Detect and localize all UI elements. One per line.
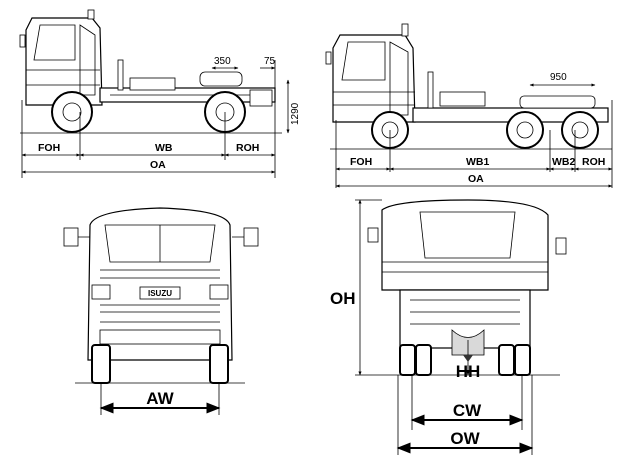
dim-cw-label: CW (453, 401, 482, 420)
extension-lines-6x4 (335, 100, 613, 188)
side-view-6x4: 950 FOH WB1 WB2 ROH OA (325, 23, 613, 188)
dim-oh-label: OH (330, 289, 356, 308)
dim-wb1-label: WB1 (466, 156, 489, 168)
dim-foh-label: FOH (38, 142, 60, 154)
dim-aw-label: AW (146, 389, 174, 408)
dim-hh-label: HH (456, 362, 481, 381)
rear-view: OH HH CW OW (330, 199, 567, 455)
dim-350-label: 350 (214, 56, 231, 67)
truck-rear-drawing (367, 199, 567, 376)
extension-lines-oh (355, 199, 382, 376)
side-view-4x2: 350 75 1290 FOH WB ROH OA (19, 9, 301, 178)
extension-lines-4x2 (21, 60, 276, 178)
front-brand-text: ISUZU (148, 289, 172, 298)
dim-oa-label: OA (468, 173, 484, 185)
dim-wb2-label: WB2 (552, 156, 575, 168)
front-logo-plate (139, 286, 181, 300)
dim-950-label: 950 (550, 72, 567, 83)
dim-hh-marker (463, 355, 473, 362)
dim-75-label: 75 (264, 56, 276, 67)
truck-6x4-drawing (325, 23, 612, 150)
dim-ow-label: OW (450, 429, 480, 448)
dim-roh-label: ROH (236, 142, 259, 154)
dim-foh-label: FOH (350, 156, 372, 168)
front-view: ISUZU AW (63, 207, 259, 415)
dim-roh-label: ROH (582, 156, 605, 168)
dim-wb-label: WB (155, 142, 173, 154)
dim-oa-label: OA (150, 159, 166, 171)
truck-4x2-drawing (19, 9, 282, 134)
dim-1290-label: 1290 (290, 102, 301, 125)
truck-front-drawing: ISUZU (63, 207, 259, 384)
extension-lines-ow (397, 375, 533, 455)
